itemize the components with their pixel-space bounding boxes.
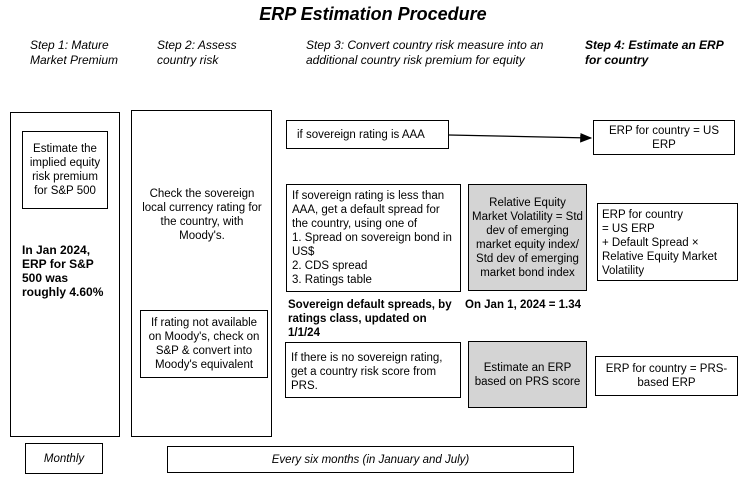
formula-line-3: + Default Spread × <box>602 237 699 249</box>
erp-formula-box: ERP for country = US ERP + Default Sprea… <box>597 203 738 281</box>
less-than-aaa-box: If sovereign rating is less than AAA, ge… <box>286 184 461 292</box>
step2-heading: Step 2: Assess country risk <box>157 38 237 67</box>
less-than-aaa-intro: If sovereign rating is less than AAA, ge… <box>292 190 445 230</box>
aaa-box: if sovereign rating is AAA <box>286 120 449 149</box>
formula-line-5: Volatility <box>602 265 645 277</box>
step2-column <box>131 110 272 437</box>
option-cds-spread: 2. CDS spread <box>292 260 368 272</box>
aaa-to-us-erp-arrow <box>448 132 593 143</box>
step4-heading: Step 4: Estimate an ERP for country <box>585 38 724 67</box>
default-spreads-link[interactable]: Sovereign default spreads, by ratings cl… <box>288 299 452 339</box>
us-erp-box: ERP for country = US ERP <box>593 120 735 155</box>
formula-line-2: = US ERP <box>602 223 655 235</box>
aaa-text: if sovereign rating is AAA <box>297 128 425 141</box>
option-sovereign-bond: 1. Spread on sovereign bond in US$ <box>292 232 452 258</box>
relative-volatility-value: On Jan 1, 2024 = 1.34 <box>465 299 582 311</box>
prs-erp-box: ERP for country = PRS-based ERP <box>595 356 738 396</box>
prs-estimate-box: Estimate an ERP based on PRS score <box>468 341 587 408</box>
monthly-box: Monthly <box>25 443 103 474</box>
sovereign-check-text: Check the sovereign local currency ratin… <box>142 188 262 242</box>
no-rating-box: If there is no sovereign rating, get a c… <box>285 342 461 398</box>
option-ratings-table: 3. Ratings table <box>292 274 372 286</box>
formula-line-4: Relative Equity Market <box>602 251 718 263</box>
rating-not-available-box: If rating not available on Moody's, chec… <box>140 310 268 378</box>
step3-heading: Step 3: Convert country risk measure int… <box>306 38 544 67</box>
formula-line-1: ERP for country <box>602 209 683 221</box>
jan-2024-note: In Jan 2024, ERP for S&P 500 was roughly… <box>22 243 104 299</box>
implied-erp-box: Estimate the implied equity risk premium… <box>22 131 108 209</box>
relative-volatility-box: Relative Equity Market Volatility = Std … <box>468 184 587 291</box>
six-months-box: Every six months (in January and July) <box>167 446 574 473</box>
step1-heading: Step 1: Mature Market Premium <box>30 38 119 67</box>
diagram-title: ERP Estimation Procedure <box>259 4 487 24</box>
